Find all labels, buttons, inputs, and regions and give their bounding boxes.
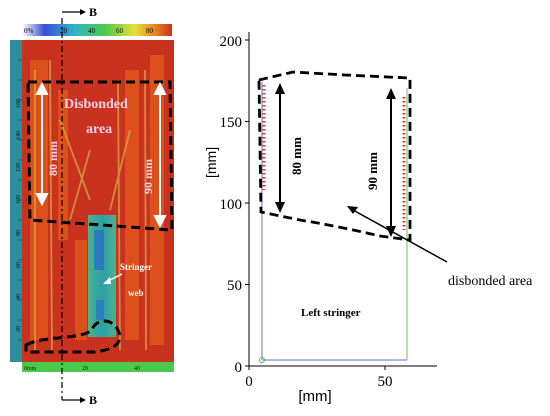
arrow-down-icon <box>275 202 285 213</box>
colorbar-tick: 60 <box>116 27 124 35</box>
arrow-icon <box>103 277 111 284</box>
x-ruler-tick: 20 <box>82 366 88 372</box>
arrow-up-icon <box>386 88 396 99</box>
x-ruler-tick: 0mm <box>24 366 37 372</box>
y-ruler-tick: 20 <box>16 326 22 332</box>
disbonded-label-line2: area <box>86 122 112 137</box>
colorbar-tick: 20 <box>60 27 68 35</box>
y-ruler-tick: 140 <box>16 131 22 140</box>
plot-80mm-label: 80 mm <box>289 137 304 175</box>
y-tick-label: 100 <box>220 197 243 213</box>
x-ruler <box>22 362 174 372</box>
x-axis-label: [mm] <box>298 388 331 405</box>
scan-80mm-label: 80 mm <box>46 141 60 176</box>
disbonded-area-label: disbonded area <box>448 274 533 289</box>
origin-marker <box>259 357 265 363</box>
pointer-line <box>352 209 448 263</box>
disbond-outline <box>26 80 174 232</box>
colorbar-tick: 80 <box>146 27 154 35</box>
y-tick-label: 150 <box>220 115 243 131</box>
section-marker-top: B <box>89 5 97 19</box>
y-axis-label: [mm] <box>205 147 219 178</box>
x-tick-label: 50 <box>378 374 393 390</box>
colorbar-tick: 40 <box>88 27 96 35</box>
arrow-up-icon <box>275 83 285 94</box>
c-scan-svg: 0% 20 40 60 80 160 140 120 100 80 60 40 … <box>10 5 174 407</box>
y-ruler-tick: 60 <box>16 262 22 268</box>
stringer-label-line1: Stringer <box>120 262 152 272</box>
disbond-schematic-panel: 0 50 100 150 200 [mm] 0 50 [mm] 80 mm 90… <box>203 0 550 411</box>
color-bar <box>22 24 172 36</box>
y-ruler-tick: 120 <box>16 163 22 172</box>
y-ruler-tick: 100 <box>16 195 22 204</box>
y-tick-label: 50 <box>227 278 242 294</box>
colorbar-tick: 0% <box>24 27 34 35</box>
stringer-label-line2: web <box>128 288 144 298</box>
arrow-icon <box>347 206 358 214</box>
c-scan-panel: 0% 20 40 60 80 160 140 120 100 80 60 40 … <box>0 0 205 411</box>
x-tick-label: 0 <box>245 374 253 390</box>
plot-90mm-label: 90 mm <box>365 152 380 190</box>
y-tick-label: 200 <box>220 34 243 50</box>
arrow-right-icon <box>80 397 86 403</box>
section-marker-bottom: B <box>89 393 97 407</box>
y-ruler-tick: 160 <box>16 99 22 108</box>
scan-90mm-label: 90 mm <box>141 159 155 194</box>
disbond-outline <box>257 70 412 242</box>
arrow-right-icon <box>80 9 86 15</box>
disbond-schematic-svg: 0 50 100 150 200 [mm] 0 50 [mm] 80 mm 90… <box>203 32 533 405</box>
lower-disbond-outline <box>24 319 122 354</box>
left-stringer-label: Left stringer <box>301 307 361 319</box>
x-ruler-tick: 40 <box>134 366 140 372</box>
y-ruler-tick: 40 <box>16 294 22 300</box>
disbonded-label-line1: Disbonded <box>64 97 128 112</box>
y-ruler <box>10 40 22 362</box>
y-tick-label: 0 <box>235 360 243 376</box>
y-ruler-tick: 80 <box>16 230 22 236</box>
